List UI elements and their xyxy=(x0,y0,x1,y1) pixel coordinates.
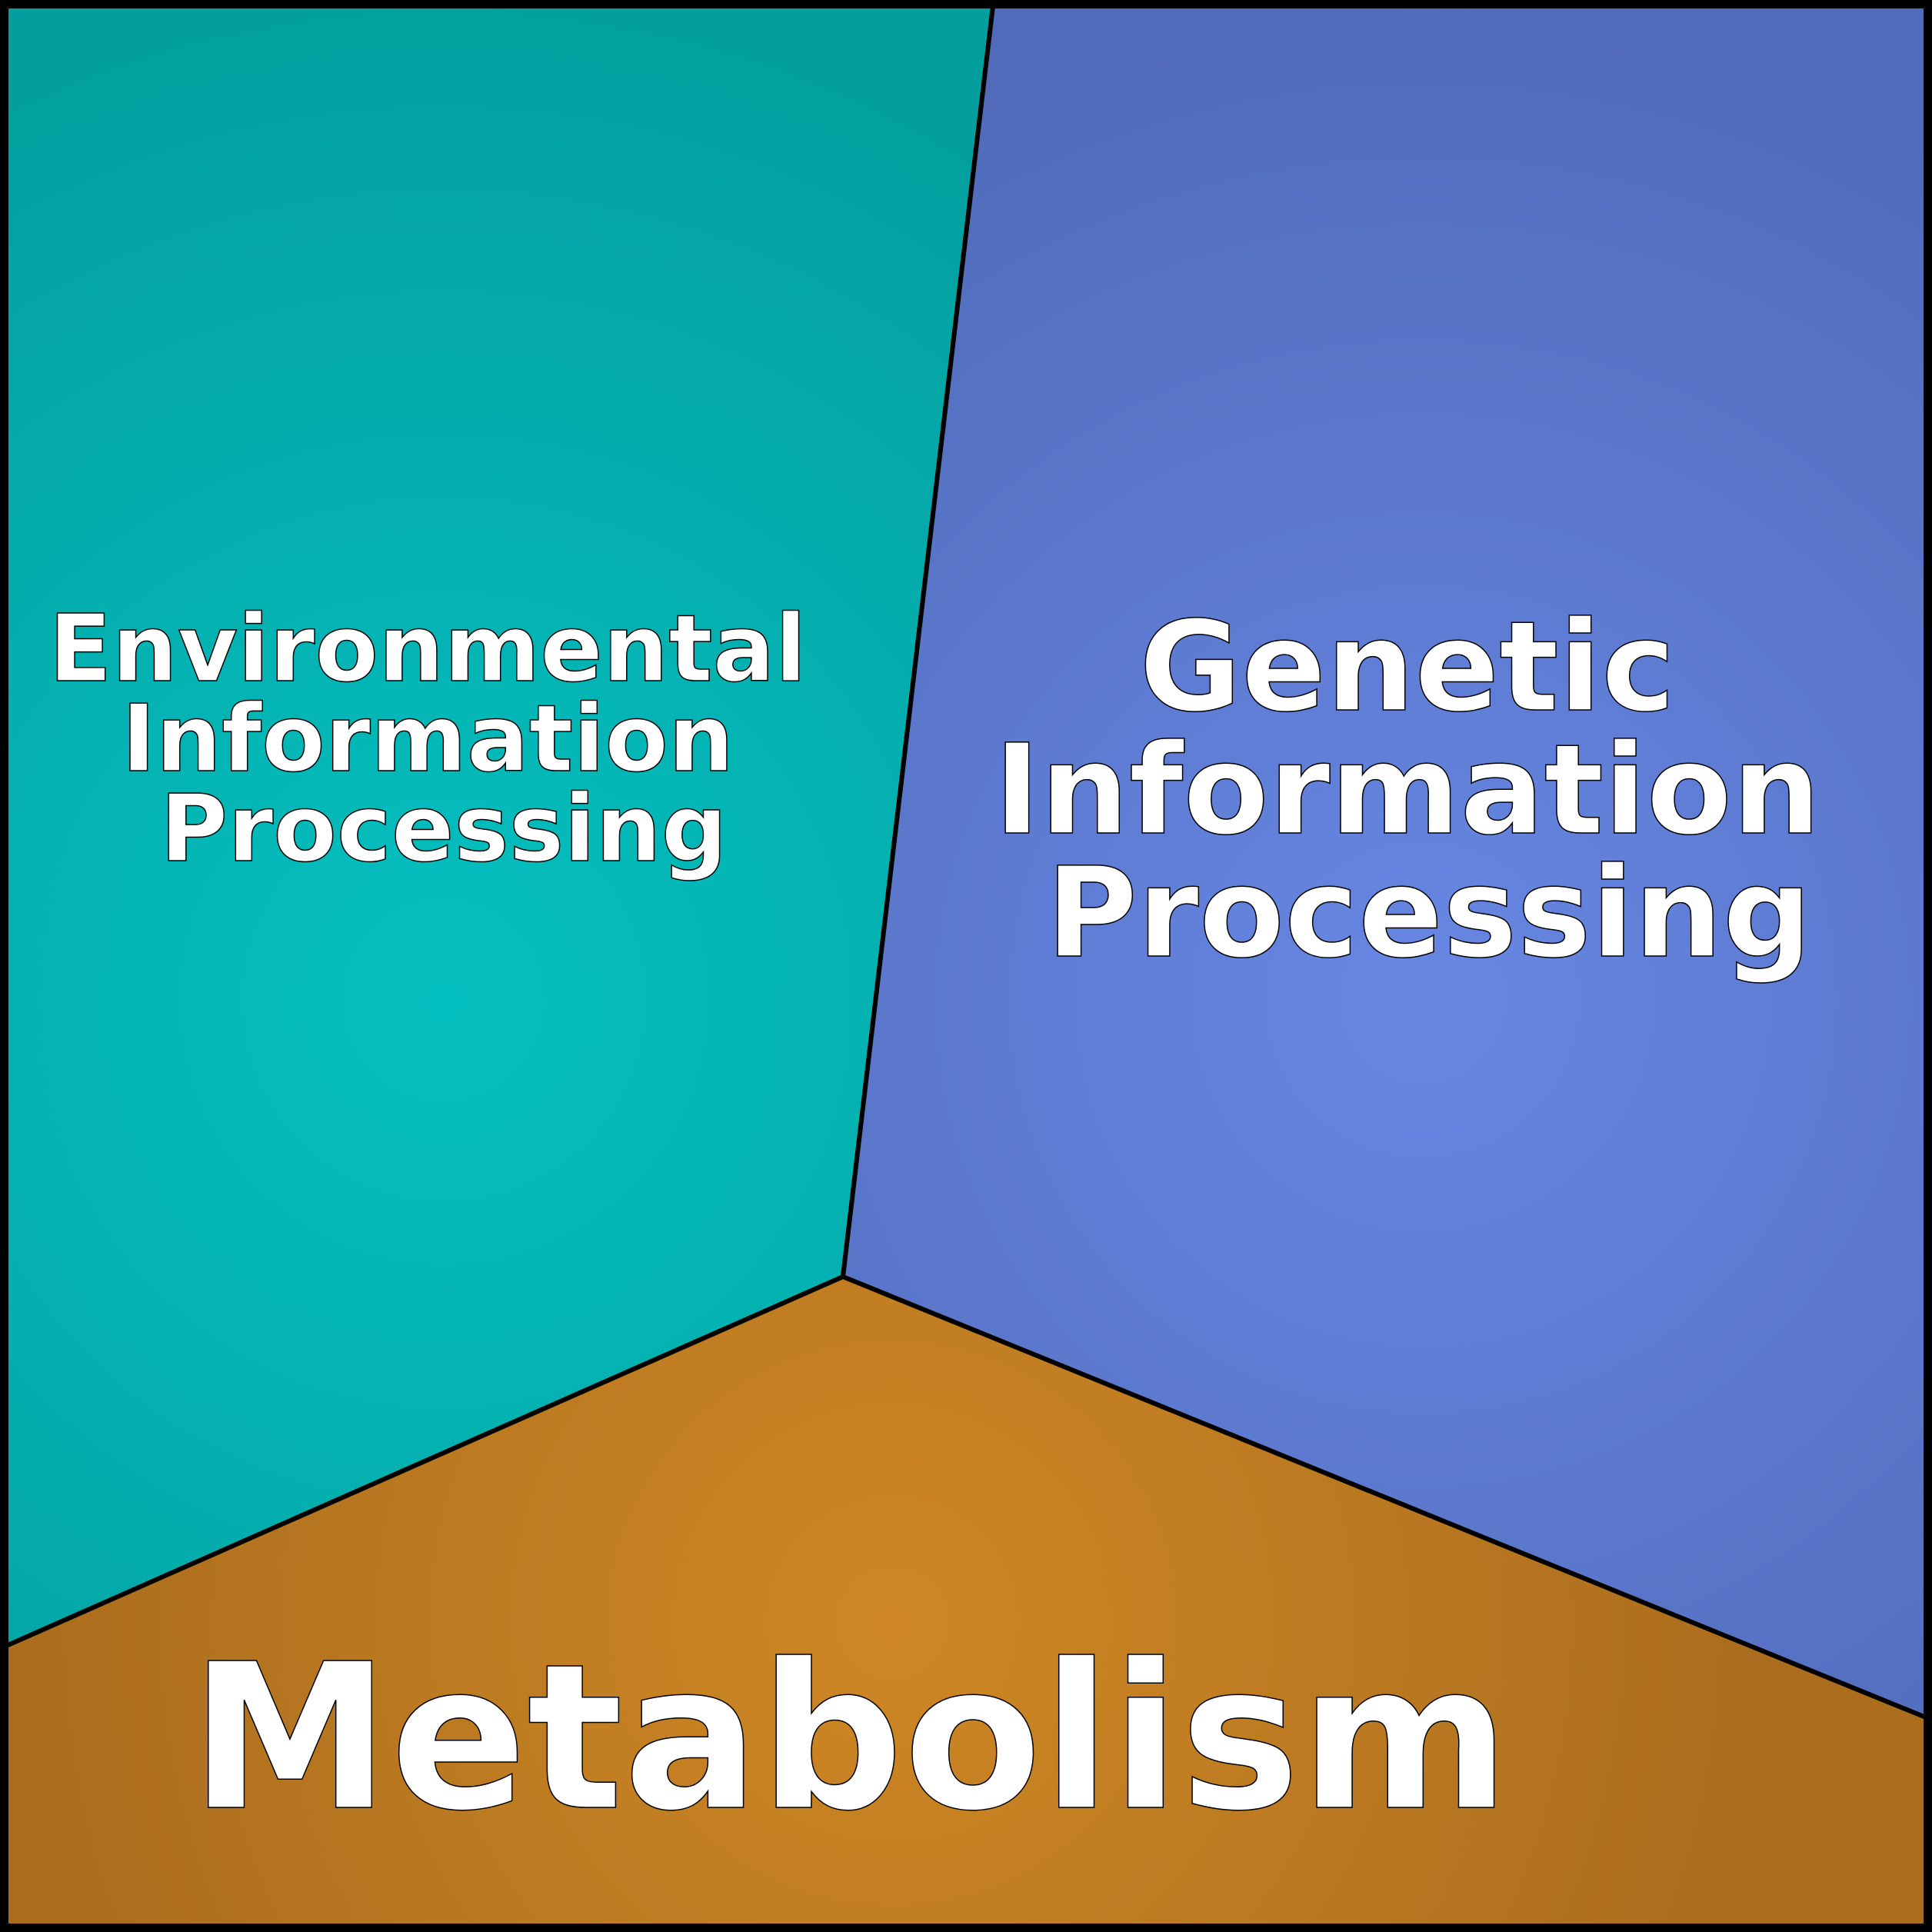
label-genetic: Genetic Information Processing xyxy=(994,595,1864,986)
label-metabolism: Metabolism xyxy=(190,1621,1511,1855)
label-gen-line-2: Information xyxy=(994,718,1820,863)
label-env-line-1: Environmental xyxy=(49,596,807,703)
label-env-line-2: Information xyxy=(122,686,734,793)
label-environmental: Environmental Information Processing xyxy=(49,596,839,883)
label-gen-line-1: Genetic xyxy=(1139,595,1675,740)
label-gen-line-3: Processing xyxy=(1046,841,1812,986)
label-env-line-3: Processing xyxy=(160,776,727,883)
